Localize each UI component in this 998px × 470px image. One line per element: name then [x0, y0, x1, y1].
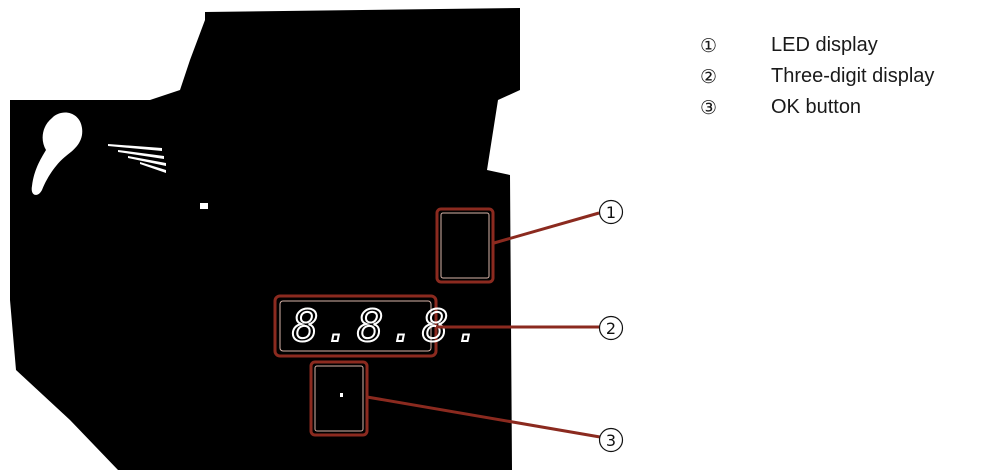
callout-3: 3: [598, 427, 624, 453]
svg-text:3: 3: [606, 431, 616, 450]
reflection-blob: [31, 112, 83, 195]
legend-label: OK button: [771, 96, 862, 118]
legend-number: ②: [700, 65, 718, 88]
svg-text:1: 1: [606, 203, 616, 222]
legend-number: ③: [700, 96, 718, 119]
ok-button-dot: [340, 393, 343, 397]
device-top-edge: [205, 8, 520, 60]
reflection-dot: [200, 203, 208, 209]
svg-text:2: 2: [606, 319, 616, 338]
callout-1: 1: [598, 199, 624, 225]
led-display: [435, 207, 495, 284]
legend: ① LED display ② Three-digit display ③ OK…: [700, 30, 934, 123]
reflection-stripes: [108, 144, 166, 173]
legend-label: Three-digit display: [771, 65, 935, 87]
legend-number: ①: [700, 34, 718, 57]
leader-line-3: [366, 395, 601, 439]
leader-line-1: [493, 211, 600, 245]
legend-label: LED display: [771, 34, 878, 56]
legend-item-led-display: ① LED display: [700, 30, 934, 61]
legend-item-three-digit-display: ② Three-digit display: [700, 61, 934, 92]
legend-item-ok-button: ③ OK button: [700, 92, 934, 123]
device-body: [10, 12, 520, 470]
callout-2: 2: [598, 315, 624, 341]
